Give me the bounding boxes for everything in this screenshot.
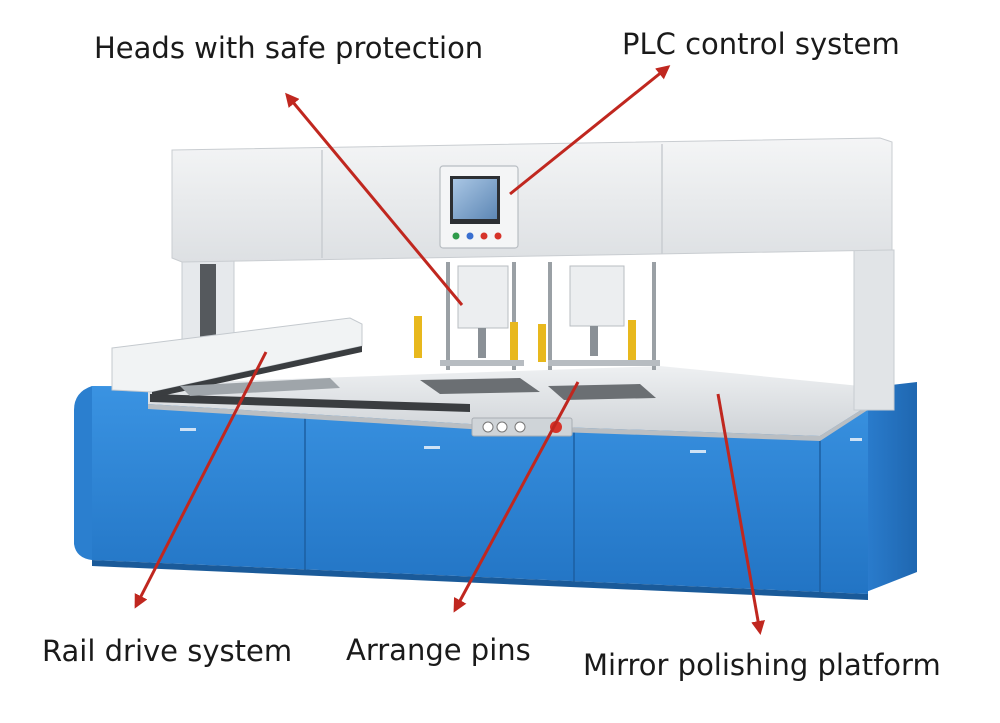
arrow-heads	[285, 92, 464, 306]
callout-heads-label: Heads with safe protection	[94, 31, 484, 65]
rail-drive-arm	[111, 317, 363, 398]
callout-pins-label: Arrange pins	[346, 633, 531, 667]
press-heads	[414, 262, 660, 370]
top-gantry	[171, 137, 893, 263]
callout-plc-label: PLC control system	[622, 27, 900, 61]
callout-mirror-label: Mirror polishing platform	[583, 648, 941, 682]
callout-arrows	[134, 65, 765, 635]
frame-posts	[181, 249, 895, 411]
callout-rail-label: Rail drive system	[42, 634, 293, 668]
arrow-rail	[134, 351, 268, 609]
arrow-mirror	[716, 393, 765, 635]
base-cabinet	[74, 382, 917, 600]
arrow-plc	[509, 65, 671, 196]
arrow-pins	[453, 381, 580, 613]
